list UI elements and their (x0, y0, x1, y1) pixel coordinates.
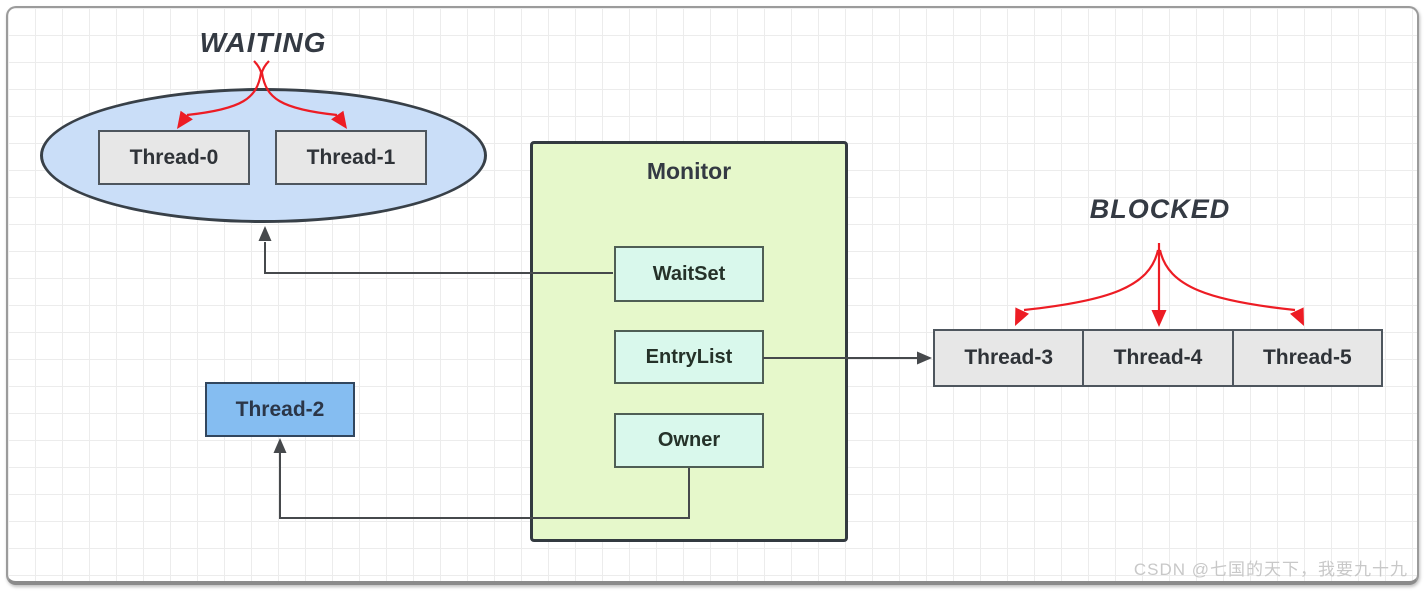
thread-0-box: Thread-0 (98, 130, 250, 185)
thread-4-label: Thread-4 (1113, 346, 1203, 369)
thread-5-box: Thread-5 (1231, 331, 1381, 385)
blocked-thread-row: Thread-3 Thread-4 Thread-5 (933, 329, 1383, 387)
thread-3-box: Thread-3 (935, 331, 1082, 385)
owner-slot: Owner (614, 413, 764, 468)
thread-3-label: Thread-3 (964, 346, 1053, 369)
blocked-state-title: BLOCKED (1089, 194, 1231, 224)
blocked-fan-right-arrowhead-icon (1290, 307, 1304, 326)
waitset-arrowhead-icon (258, 226, 272, 241)
thread-0-label: Thread-0 (129, 145, 219, 169)
blocked-fan-left-arrow (1023, 249, 1160, 312)
thread-1-box: Thread-1 (275, 130, 427, 185)
waitset-slot: WaitSet (614, 246, 764, 302)
waiting-state-title: WAITING (199, 27, 327, 58)
entrylist-arrowhead-icon (917, 351, 932, 365)
entrylist-label: EntryList (645, 345, 733, 368)
blocked-fan-left-arrowhead-icon (1015, 307, 1029, 326)
monitor-title: Monitor (646, 158, 732, 184)
owner-arrowhead-icon (273, 438, 287, 453)
thread-2-label: Thread-2 (235, 397, 325, 421)
csdn-watermark: CSDN @七国的天下，我要九十九 (1133, 560, 1408, 579)
entrylist-slot: EntryList (614, 330, 764, 384)
thread-2-box: Thread-2 (205, 382, 355, 437)
waitset-label: WaitSet (652, 262, 726, 285)
blocked-fan-middle-arrowhead-icon (1151, 310, 1167, 327)
thread-1-label: Thread-1 (306, 145, 396, 169)
thread-4-box: Thread-4 (1082, 331, 1231, 385)
waiting-fork-apex-icon (253, 60, 270, 75)
owner-label: Owner (657, 429, 721, 451)
blocked-fan-right-arrow (1158, 249, 1296, 312)
thread-5-label: Thread-5 (1262, 346, 1352, 369)
